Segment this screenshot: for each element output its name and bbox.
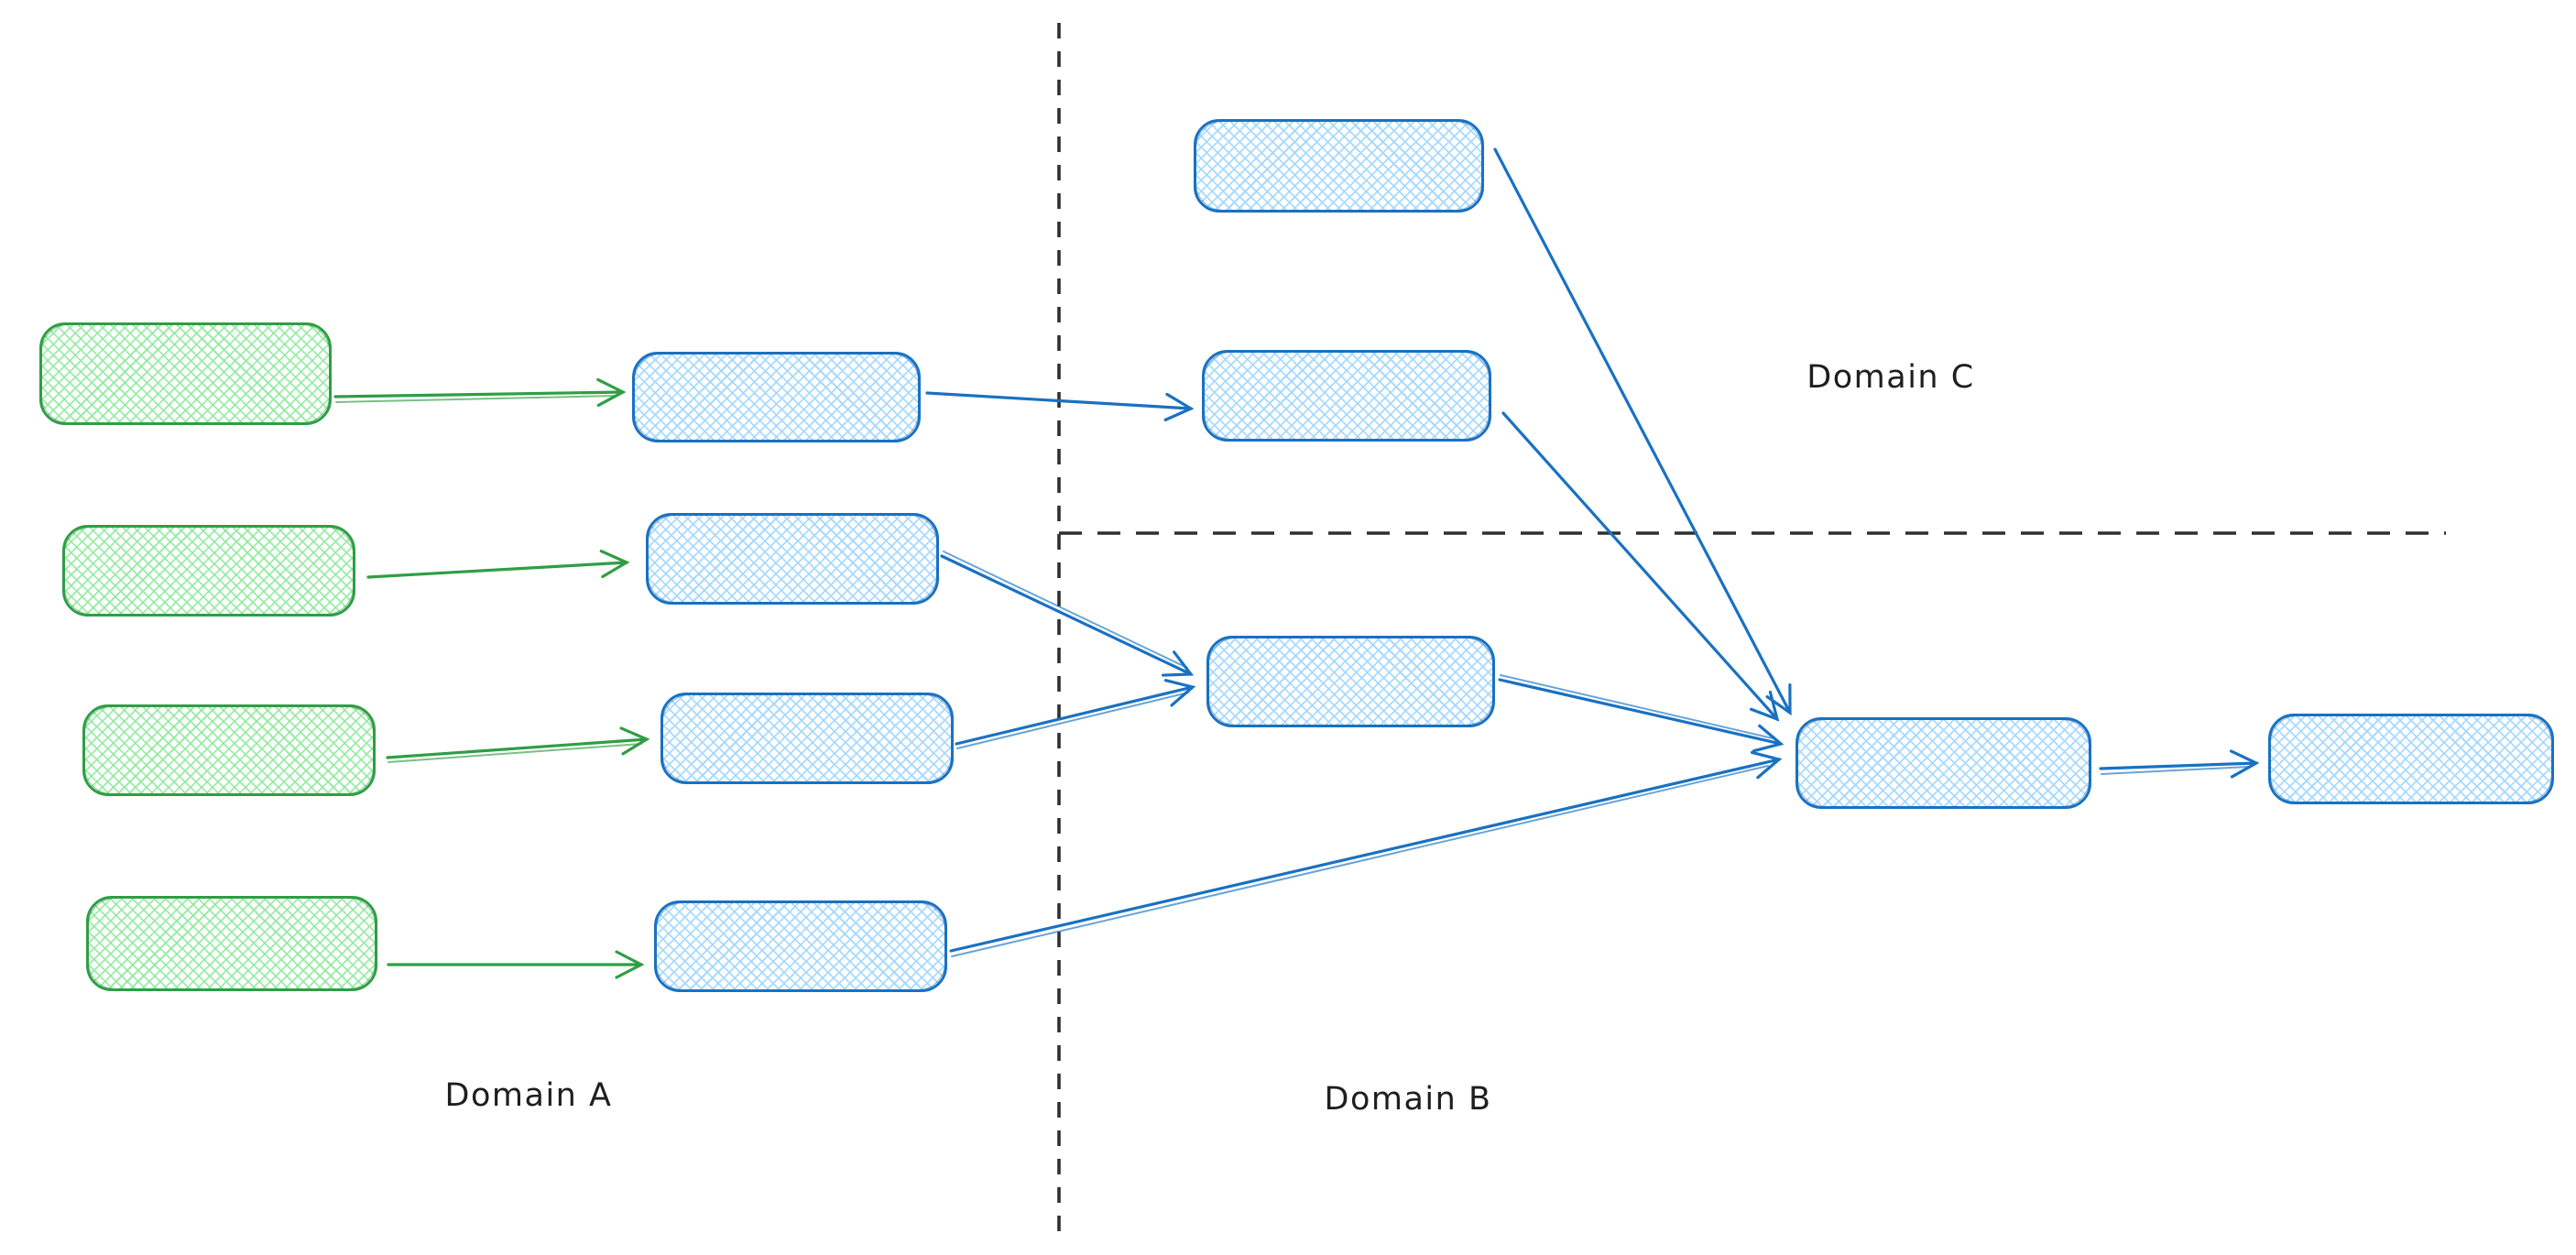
node-b-output[interactable]: [2268, 714, 2554, 804]
node-a-source-3[interactable]: [82, 704, 376, 796]
edge-bbox1-hub-stroke2: [1500, 674, 1774, 739]
edge-cbox2-hub: [1501, 411, 1780, 722]
edge-source2-process2: [366, 549, 630, 579]
node-b-hub[interactable]: [1796, 717, 2091, 809]
edge-bbox1-hub: [1498, 678, 1785, 753]
edge-cbox1-hub: [1493, 147, 1792, 716]
node-b-box-1[interactable]: [1206, 636, 1495, 727]
edge-source1-process1: [333, 377, 627, 408]
node-a-process-3[interactable]: [660, 693, 954, 784]
edge-source3-process3-stroke2: [387, 743, 642, 763]
node-c-box-2[interactable]: [1202, 350, 1491, 442]
domain-a-label[interactable]: Domain A: [444, 1077, 613, 1114]
domain-b-label[interactable]: Domain B: [1324, 1081, 1492, 1118]
edge-process3-bbox1-stroke2: [956, 692, 1189, 749]
node-a-process-2[interactable]: [646, 513, 939, 605]
node-a-process-4[interactable]: [654, 900, 947, 992]
node-a-source-4[interactable]: [86, 896, 377, 991]
edge-process4-hub: [949, 750, 1783, 953]
node-c-box-1[interactable]: [1194, 119, 1484, 213]
node-a-process-1[interactable]: [632, 352, 921, 442]
edge-process2-bbox1-stroke2: [943, 551, 1188, 669]
edge-process1-cbox2: [925, 391, 1195, 421]
edge-process4-hub-stroke2: [951, 765, 1769, 957]
edge-source3-process3: [386, 726, 650, 759]
node-a-source-1[interactable]: [39, 322, 332, 425]
edge-process2-bbox1: [940, 554, 1195, 677]
edge-process3-bbox1: [955, 679, 1196, 746]
edge-source1-process1-stroke2: [335, 395, 617, 403]
edge-hub-output: [2099, 749, 2260, 779]
node-a-source-2[interactable]: [62, 525, 355, 617]
domain-c-label[interactable]: Domain C: [1806, 359, 1975, 396]
edge-hub-output-stroke2: [2101, 766, 2250, 775]
